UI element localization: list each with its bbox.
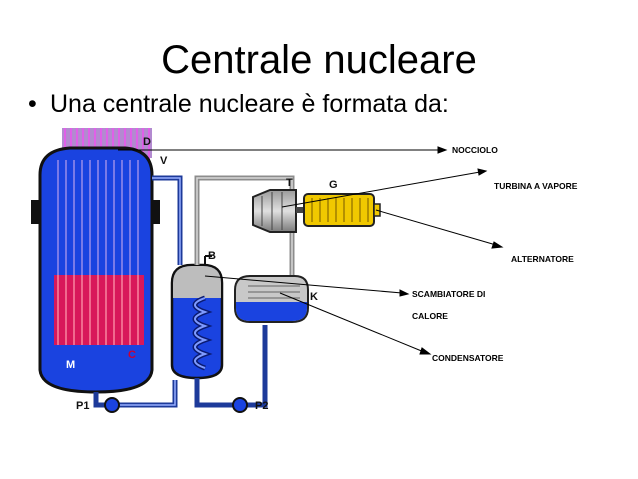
pump-p2 [232,397,248,413]
leader-lines [118,146,504,355]
label-nocciolo: NOCCIOLO [452,145,498,155]
reactor-support-right [150,200,160,224]
pump-p1 [104,397,120,413]
letter-v: V [160,155,168,167]
reactor-support-left [31,200,41,224]
letter-m: M [66,359,75,371]
label-alternatore: ALTERNATORE [511,254,574,264]
letter-k: K [310,291,318,303]
label-scambiatore-line1: SCAMBIATORE DI [412,289,486,299]
letter-d: D [143,136,151,148]
feedwater-line [194,325,268,408]
condenser [234,275,309,323]
letter-g: G [329,179,338,191]
slide-title: Centrale nucleare [161,38,477,82]
generator [303,193,381,227]
letter-b: B [208,250,216,262]
label-condensatore: CONDENSATORE [432,353,504,363]
label-scambiatore-line2: CALORE [412,311,448,321]
bullet-item: • Una centrale nucleare è formata da: [28,90,449,119]
letter-t: T [286,177,293,189]
turbine [252,189,297,233]
steam-generator [170,255,224,380]
letter-c: C [128,349,136,361]
letter-p2: P2 [255,400,268,412]
reactor-vessel [38,146,154,394]
label-turbina: TURBINA A VAPORE [494,181,578,191]
bullet-icon: • [28,90,37,118]
bullet-text: Una centrale nucleare è formata da: [50,90,449,118]
letter-p1: P1 [76,400,89,412]
shaft [296,207,306,213]
